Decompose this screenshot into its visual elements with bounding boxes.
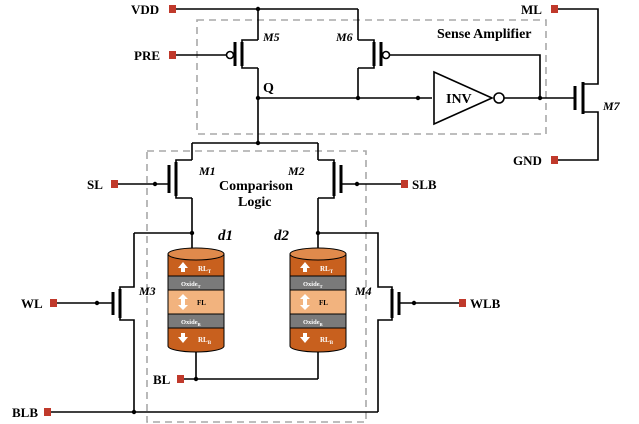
vdd-label: VDD — [131, 2, 159, 17]
blb-label: BLB — [12, 405, 38, 420]
transistor-m5: M5 — [225, 30, 280, 98]
node-q: Q — [255, 81, 432, 101]
pin-wl[interactable]: WL — [21, 296, 57, 311]
m3-label: M3 — [138, 284, 156, 298]
transistor-m7: M7 — [558, 8, 621, 161]
wlb-label: WLB — [470, 296, 501, 311]
svg-text:OxideT: OxideT — [303, 281, 323, 289]
arrow-down-icon — [178, 333, 188, 343]
svg-text:OxideT: OxideT — [181, 281, 201, 289]
arrow-up-icon — [178, 262, 188, 272]
bl-wire — [183, 350, 319, 380]
arrow-down-icon — [300, 333, 310, 343]
gnd-label: GND — [513, 153, 542, 168]
m5-label: M5 — [262, 30, 280, 44]
arrow-up-icon — [300, 262, 310, 272]
svg-text:OxideB: OxideB — [181, 319, 201, 327]
inverter: INV — [433, 70, 505, 126]
pin-wlb[interactable]: WLB — [459, 296, 501, 311]
m6-feedback-wire — [390, 54, 541, 98]
mtj-device-d2: d2 RLT OxideT FL OxideB RLB — [274, 228, 347, 353]
d2-top-node — [317, 232, 379, 248]
arrow-updown-icon — [178, 294, 188, 310]
pin-gnd[interactable]: GND — [513, 153, 558, 168]
svg-text:RLT: RLT — [320, 265, 334, 275]
pin-slb[interactable]: SLB — [401, 177, 437, 192]
transistor-m4: M4 — [354, 248, 401, 412]
svg-text:RLB: RLB — [198, 336, 212, 346]
svg-text:OxideB: OxideB — [303, 319, 323, 327]
m2-label: M2 — [287, 164, 305, 178]
pin-sl[interactable]: SL — [87, 177, 118, 192]
svg-text:RLB: RLB — [320, 336, 334, 346]
q-to-comparison-wire — [191, 98, 319, 160]
transistor-m2: M2 — [287, 159, 343, 233]
sense-amplifier-label: Sense Amplifier — [437, 27, 532, 42]
arrow-updown-icon — [300, 294, 310, 310]
m1-label: M1 — [198, 164, 216, 178]
transistor-m6: M6 — [335, 30, 391, 98]
pin-blb[interactable]: BLB — [12, 405, 51, 420]
comparison-label-2: Logic — [238, 195, 271, 210]
svg-text:FL: FL — [319, 299, 328, 307]
ml-label: ML — [521, 2, 542, 17]
mtj-device-d1: d1 RLT OxideT FL OxideB RLB — [167, 228, 233, 353]
pin-vdd[interactable]: VDD — [131, 2, 176, 17]
sense-amplifier-box — [196, 19, 547, 135]
comparison-label-1: Comparison — [219, 179, 293, 194]
transistor-m1: M1 — [167, 159, 216, 233]
d1-label: d1 — [218, 228, 233, 244]
d1-top-node — [134, 232, 193, 248]
pin-pre[interactable]: PRE — [134, 48, 176, 63]
m6-label: M6 — [335, 30, 353, 44]
pin-bl[interactable]: BL — [153, 372, 184, 387]
wl-label: WL — [21, 296, 43, 311]
comparison-logic-box — [146, 150, 367, 423]
pre-label: PRE — [134, 48, 160, 63]
bl-label: BL — [153, 372, 171, 387]
inverter-label: INV — [446, 92, 472, 107]
vdd-net — [175, 6, 359, 40]
pin-ml[interactable]: ML — [521, 2, 558, 17]
slb-label: SLB — [412, 177, 437, 192]
d2-label: d2 — [274, 228, 290, 244]
m7-label: M7 — [602, 99, 621, 113]
svg-text:FL: FL — [197, 299, 206, 307]
sl-label: SL — [87, 177, 103, 192]
transistor-m3: M3 — [111, 233, 156, 412]
svg-text:RLT: RLT — [198, 265, 212, 275]
m4-label: M4 — [354, 284, 372, 298]
node-q-label: Q — [263, 81, 274, 96]
